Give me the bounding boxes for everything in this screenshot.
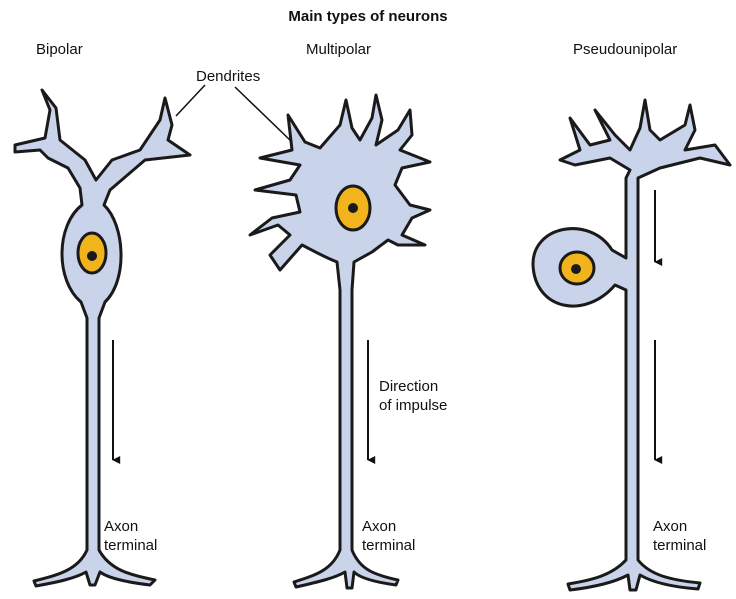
multipolar-cell-body: [248, 93, 432, 590]
bipolar-neuron: [13, 88, 192, 588]
dendrites-label: Dendrites: [196, 68, 261, 85]
multipolar-axon-terminal-label: Axon terminal: [362, 518, 416, 554]
multipolar-neuron: [248, 93, 432, 590]
pseudounipolar-axon-terminal-label: Axon terminal: [653, 518, 707, 554]
pseudounipolar-cell-body: [531, 98, 732, 592]
bipolar-label: Bipolar: [36, 41, 83, 58]
bipolar-cell-body: [13, 88, 192, 588]
direction-of-impulse-label: Direction of impulse: [379, 378, 448, 414]
dendrites-pointer-multipolar: [234, 86, 293, 143]
dendrites-pointer-bipolar: [175, 84, 206, 117]
pseudounipolar-label: Pseudounipolar: [573, 41, 678, 58]
bipolar-axon-terminal-label: Axon terminal: [104, 518, 158, 554]
multipolar-label: Multipolar: [306, 41, 372, 58]
pseudounipolar-neuron: [531, 98, 732, 592]
diagram-title: Main types of neurons: [288, 8, 448, 25]
